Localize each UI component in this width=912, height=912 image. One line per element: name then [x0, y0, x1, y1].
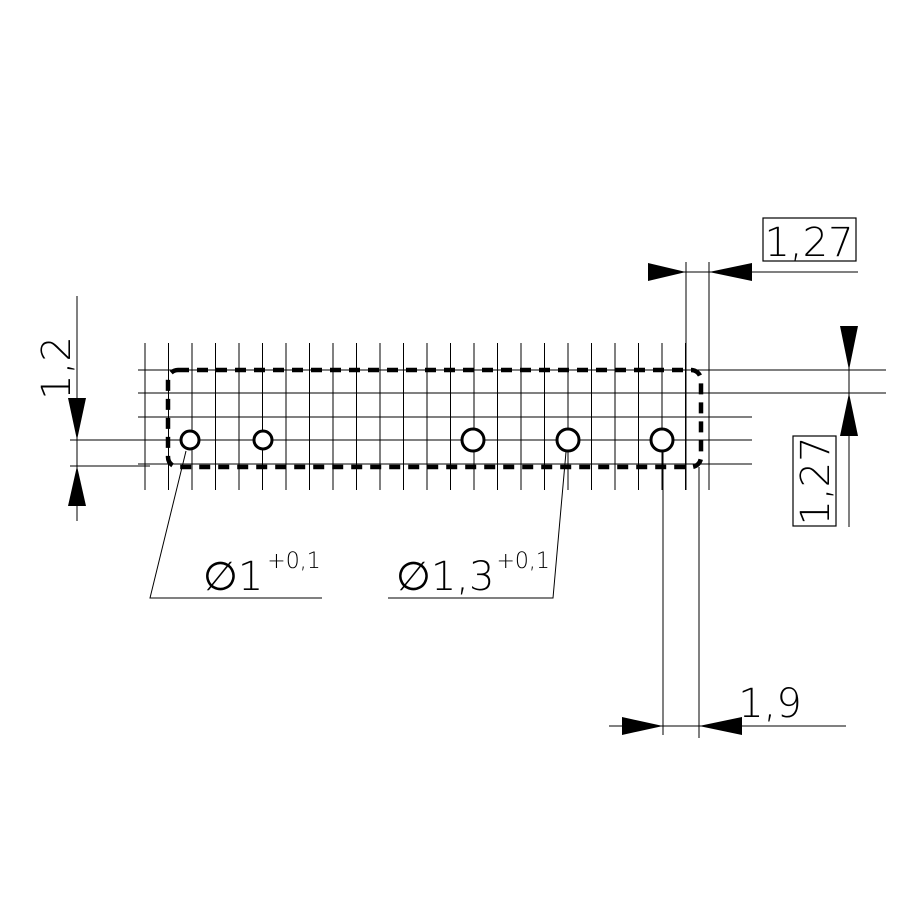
offset-bottom-label: 1,9: [738, 681, 802, 727]
pin-hole-large-1: [460, 427, 486, 453]
dimension-pitch-right: 1,27: [700, 326, 886, 527]
callout-small-hole: ∅1+0,1: [203, 549, 321, 600]
pitch-right-label: 1,27: [793, 436, 839, 525]
pin-hole-large-2: [555, 427, 581, 453]
leader-small-hole: [149, 450, 322, 599]
hole-tolerance: +0,1: [267, 549, 320, 574]
hole-tolerance: +0,1: [496, 549, 549, 574]
dimension-offset-left: 1,2: [34, 296, 150, 521]
component-outline: [165, 367, 704, 470]
pin-hole-small-1: [179, 429, 201, 451]
diameter-symbol: ∅: [396, 554, 431, 600]
leader-large-hole: [388, 451, 567, 599]
pin-hole-small-2: [252, 429, 274, 451]
dimension-pitch-top: 1,27: [648, 217, 858, 490]
diameter-symbol: ∅: [203, 554, 238, 600]
callout-large-hole: ∅1,3+0,1: [396, 549, 550, 600]
dimension-offset-bottom: 1,9: [609, 452, 846, 738]
hole-diameter-value: 1: [238, 554, 263, 600]
pin-hole-large-3: [649, 427, 675, 453]
pitch-top-label: 1,27: [764, 220, 853, 266]
offset-left-label: 1,2: [34, 336, 80, 400]
hole-diameter-value: 1,3: [431, 554, 495, 600]
